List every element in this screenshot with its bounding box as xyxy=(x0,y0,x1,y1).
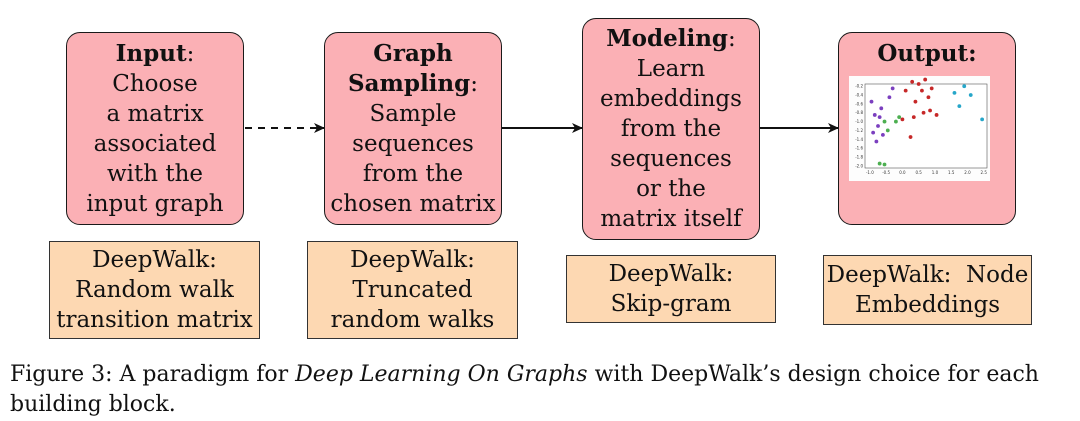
embedding-point xyxy=(957,104,962,109)
stage-sampling-line: chosen matrix xyxy=(330,190,496,217)
stage-modeling-line: from the xyxy=(620,116,722,142)
embedding-point xyxy=(869,99,874,104)
plot-ytick-label: -0.2 xyxy=(855,84,863,89)
stage-output-heading: Output: xyxy=(877,40,977,67)
plot-frame xyxy=(864,83,988,169)
note-sampling-line: random walks xyxy=(330,307,495,333)
stage-input-line: associated xyxy=(93,130,217,157)
embedding-point xyxy=(911,115,916,120)
embedding-point xyxy=(929,86,934,91)
stage-sampling-heading-2: Sampling: xyxy=(348,69,478,97)
note-output-line: Embeddings xyxy=(854,292,1001,318)
plot-ytick-label: -0.6 xyxy=(855,101,863,106)
embedding-point xyxy=(897,115,902,120)
embedding-point xyxy=(894,119,898,124)
stage-input: Input: Choose a matrix associated with t… xyxy=(66,32,244,225)
note-sampling: DeepWalk: Truncated random walks xyxy=(307,241,518,339)
embedding-point xyxy=(900,117,905,122)
plot-ytick-label: -0.8 xyxy=(855,110,863,115)
embedding-scatter-plot: -1.0 -0.5 0.0 0.5 1.0 1.5 2.0 2.5 -0.2 -0.4 -0.6 -0… xyxy=(849,76,990,181)
plot-xtick-label: 0.5 xyxy=(915,170,922,175)
embedding-point xyxy=(876,124,880,128)
note-input-line: Random walk xyxy=(75,277,234,303)
embedding-point xyxy=(980,117,985,122)
stage-graph-sampling: Graph Sampling: Sample sequences from th… xyxy=(324,32,502,225)
scatter-plot-svg: -1.0 -0.5 0.0 0.5 1.0 1.5 2.0 2.5 -0.2 -0.4 -0.6 -0… xyxy=(855,77,988,175)
stage-input-heading: Input: xyxy=(115,39,195,67)
plot-ytick-label: -1.0 xyxy=(855,119,863,124)
embedding-point xyxy=(872,113,877,117)
embedding-point xyxy=(908,135,913,139)
embedding-point xyxy=(887,95,892,100)
stage-modeling-line: matrix itself xyxy=(600,206,742,232)
plot-xtick-label: 0.0 xyxy=(899,170,906,175)
embedding-point xyxy=(877,115,882,120)
stage-input-line: a matrix xyxy=(106,100,204,127)
stage-input-line: Choose xyxy=(112,70,198,97)
embedding-point xyxy=(913,99,918,104)
plot-xtick-label: 1.0 xyxy=(932,170,939,175)
note-modeling: DeepWalk: Skip-gram xyxy=(566,255,776,323)
stage-modeling-heading: Modeling: xyxy=(606,25,736,52)
embedding-point xyxy=(885,128,890,133)
stage-sampling-heading-1: Graph xyxy=(373,39,453,67)
embedding-point xyxy=(916,82,921,86)
note-output: DeepWalk: Node Embeddings xyxy=(823,255,1032,325)
caption-italic: Deep Learning On Graphs xyxy=(295,362,588,387)
embedding-point xyxy=(921,110,926,115)
note-input-line: DeepWalk: xyxy=(92,247,217,273)
embedding-point xyxy=(920,88,924,93)
plot-xtick-label: 2.0 xyxy=(964,170,971,175)
embedding-point xyxy=(910,79,915,84)
plot-ytick-label: -0.4 xyxy=(855,93,863,98)
plot-xtick-label: 2.5 xyxy=(981,170,988,175)
embedding-point xyxy=(882,119,887,124)
stage-modeling-line: embeddings xyxy=(600,86,742,112)
plot-ytick-label: -1.2 xyxy=(855,128,863,133)
note-output-line: DeepWalk: Node xyxy=(826,262,1029,288)
stage-modeling-line: sequences xyxy=(610,146,732,172)
stage-sampling-line: sequences xyxy=(352,130,474,157)
embedding-point xyxy=(890,86,895,91)
embedding-point xyxy=(968,93,973,97)
stage-sampling-line: from the xyxy=(362,160,464,187)
plot-ytick-label: -1.8 xyxy=(855,154,863,159)
stage-input-line: with the xyxy=(106,160,204,187)
embedding-point xyxy=(952,90,957,95)
embedding-point xyxy=(871,130,876,135)
caption-suffix: with DeepWalk’s design choice for each b… xyxy=(10,362,1039,417)
note-sampling-line: Truncated xyxy=(352,277,473,303)
stage-modeling-line: Learn xyxy=(636,56,706,82)
embedding-point xyxy=(880,132,885,137)
note-input-line: transition matrix xyxy=(56,307,253,333)
note-input: DeepWalk: Random walk transition matrix xyxy=(49,241,260,339)
plot-ytick-label: -1.4 xyxy=(855,137,863,142)
embedding-point xyxy=(923,77,928,82)
embedding-point xyxy=(877,161,882,166)
plot-ytick-label: -2.0 xyxy=(855,163,863,168)
embedding-point xyxy=(934,113,939,117)
embedding-point xyxy=(874,139,879,144)
stage-modeling: Modeling: Learn embeddings from the sequ… xyxy=(582,18,760,240)
note-sampling-line: DeepWalk: xyxy=(350,247,475,273)
figure-caption: Figure 3: A paradigm for Deep Learning O… xyxy=(10,360,1072,420)
embedding-point xyxy=(926,95,931,100)
embedding-point xyxy=(903,88,908,93)
stage-modeling-line: or the xyxy=(636,176,706,202)
note-modeling-line: Skip-gram xyxy=(610,291,732,317)
embedding-point xyxy=(879,106,884,111)
plot-xtick-label: -1.0 xyxy=(866,170,874,175)
plot-xtick-label: -0.5 xyxy=(882,170,890,175)
note-modeling-line: DeepWalk: xyxy=(608,261,734,287)
caption-prefix: Figure 3: A paradigm for xyxy=(10,362,296,387)
stage-input-line: input graph xyxy=(86,190,224,217)
embedding-point xyxy=(882,162,887,167)
embedding-point xyxy=(962,84,967,89)
plot-ytick-label: -1.6 xyxy=(855,146,863,151)
stage-sampling-line: Sample xyxy=(369,100,457,127)
plot-xtick-label: 1.5 xyxy=(948,170,955,175)
embedding-point xyxy=(928,108,932,113)
